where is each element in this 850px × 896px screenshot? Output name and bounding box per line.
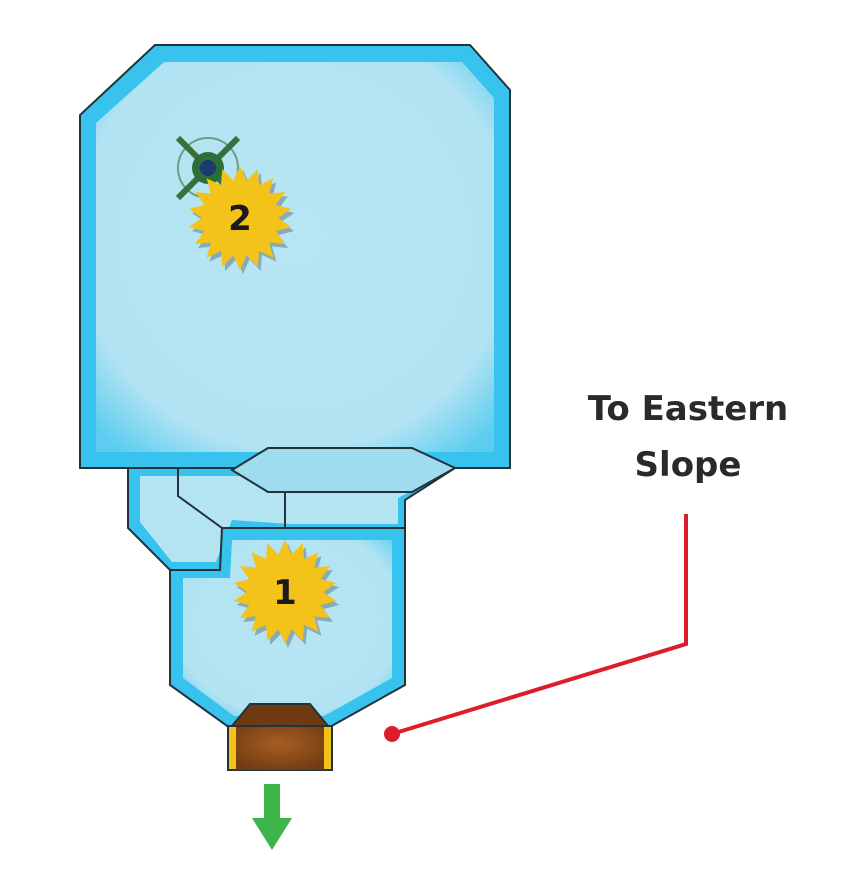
- platform: [230, 447, 458, 493]
- marker-number: 1: [273, 573, 297, 613]
- route-line: [384, 514, 688, 742]
- explosion-marker-icon: 1: [233, 540, 340, 648]
- room-main: [79, 44, 511, 469]
- markers-layer: 12: [188, 166, 340, 648]
- marker-number: 2: [228, 199, 252, 239]
- route-label-line2: Slope: [635, 445, 742, 485]
- marker-burst: [188, 166, 292, 270]
- doorway: [227, 703, 333, 771]
- explosion-marker-icon: 2: [188, 166, 295, 274]
- marker-burst: [233, 540, 337, 644]
- exit-arrow-icon: [252, 784, 292, 850]
- route-label-line1: To Eastern: [588, 389, 789, 429]
- route-start-dot: [384, 726, 400, 742]
- route-label: To Eastern Slope: [588, 389, 789, 485]
